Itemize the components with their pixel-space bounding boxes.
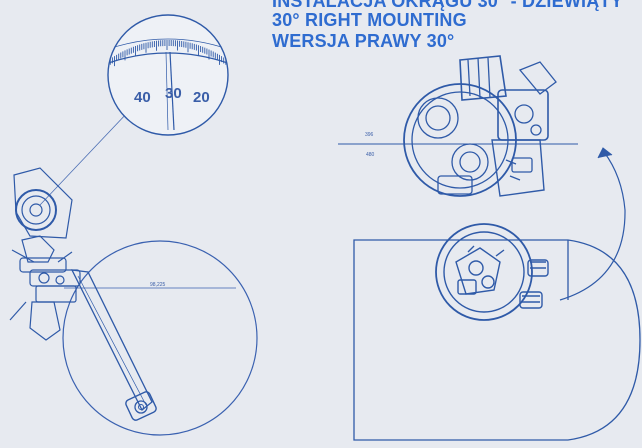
platter-circle	[62, 240, 258, 436]
upper-label: 396	[365, 132, 374, 138]
protractor-label-40: 40	[134, 89, 151, 106]
overhang-label: 98,225	[150, 282, 166, 288]
header-line-2: 30° RIGHT MOUNTING	[272, 10, 467, 30]
tonearm-base-top-view	[403, 55, 557, 197]
headshell	[125, 391, 157, 421]
header-line-1: INSTALACJA OKRĄGU 30° - DZIEWIĄTY	[272, 0, 623, 11]
protractor-label-30: 30	[165, 85, 182, 102]
leader-line	[39, 111, 129, 206]
tonearm-wand	[70, 269, 153, 412]
protractor-label-20: 20	[193, 89, 210, 106]
tonearm-base	[9, 167, 81, 341]
header-line-3: WERSJA PRAWY 30°	[272, 31, 455, 51]
curved-arrow-icon	[559, 151, 626, 301]
tonearm-base-mounted	[435, 223, 549, 321]
mounting-box	[353, 239, 641, 441]
magnifier-circle-icon: 40 30 20	[107, 14, 229, 136]
lower-label: 480	[366, 152, 375, 158]
